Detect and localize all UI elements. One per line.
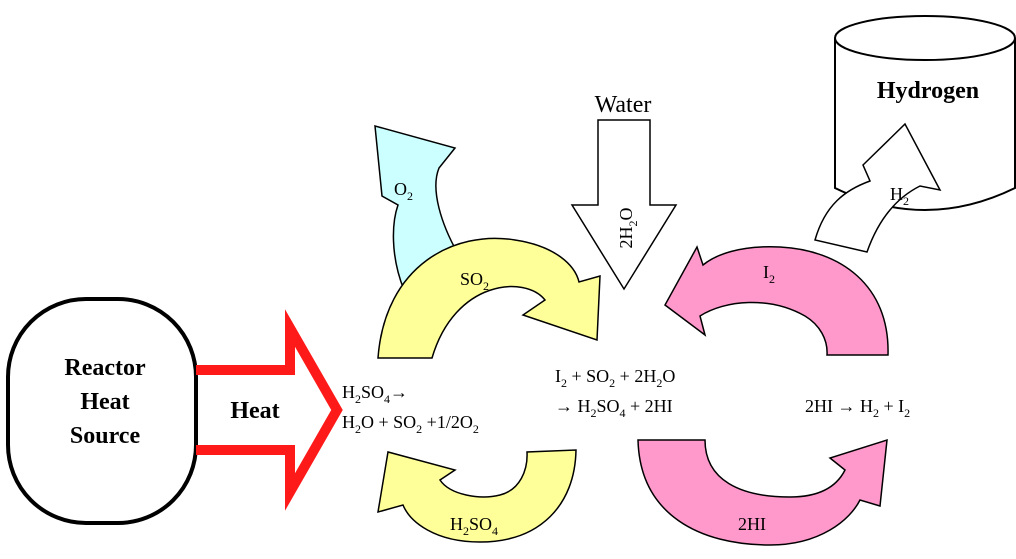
heat-label: Heat (230, 398, 279, 424)
hydrogen-flow-label: H2 (890, 184, 909, 208)
h2so4-label: H2SO4 (450, 514, 498, 538)
reactor-label-line1: Reactor (64, 355, 146, 381)
hydrogen-storage-label: Hydrogen (877, 78, 979, 104)
bunsen-line2: → H2SO4 + 2HI (555, 396, 673, 420)
so2-label: SO2 (460, 269, 489, 293)
heat-arrow: Heat (196, 309, 343, 511)
bunsen-line1: I2 + SO2 + 2H2O (555, 366, 675, 390)
hi-flow-arrow: 2HI (637, 438, 888, 546)
so2-flow-arrow: SO2 (377, 237, 601, 359)
oxygen-label: O2 (394, 179, 413, 203)
hi-decomposition-line: 2HI → H2 + I2 (805, 396, 910, 420)
reactor-heat-source: Reactor Heat Source (6, 297, 198, 525)
bunsen-reaction: I2 + SO2 + 2H2O → H2SO4 + 2HI (555, 366, 675, 420)
i2-flow-arrow: I2 (664, 245, 889, 356)
water-input-arrow: Water 2H2O (570, 92, 678, 291)
i2-label: I2 (763, 262, 775, 286)
hi-label: 2HI (738, 514, 766, 534)
reactor-label-line3: Source (70, 423, 141, 449)
hydrogen-release-arrow: H2 (814, 122, 942, 253)
oxygen-release-arrow: O2 (374, 124, 458, 292)
decomposition-reaction: H2SO4→ H2O + SO2 +1/2O2 (342, 382, 479, 436)
water-molecule-label: 2H2O (616, 208, 640, 249)
hi-decomposition-reaction: 2HI → H2 + I2 (805, 396, 910, 420)
decomposition-line2: H2O + SO2 +1/2O2 (342, 412, 479, 436)
decomposition-line1: H2SO4→ (342, 382, 408, 406)
h2so4-flow-arrow: H2SO4 (377, 449, 577, 543)
water-label: Water (595, 92, 652, 118)
reactor-label-line2: Heat (80, 389, 129, 415)
